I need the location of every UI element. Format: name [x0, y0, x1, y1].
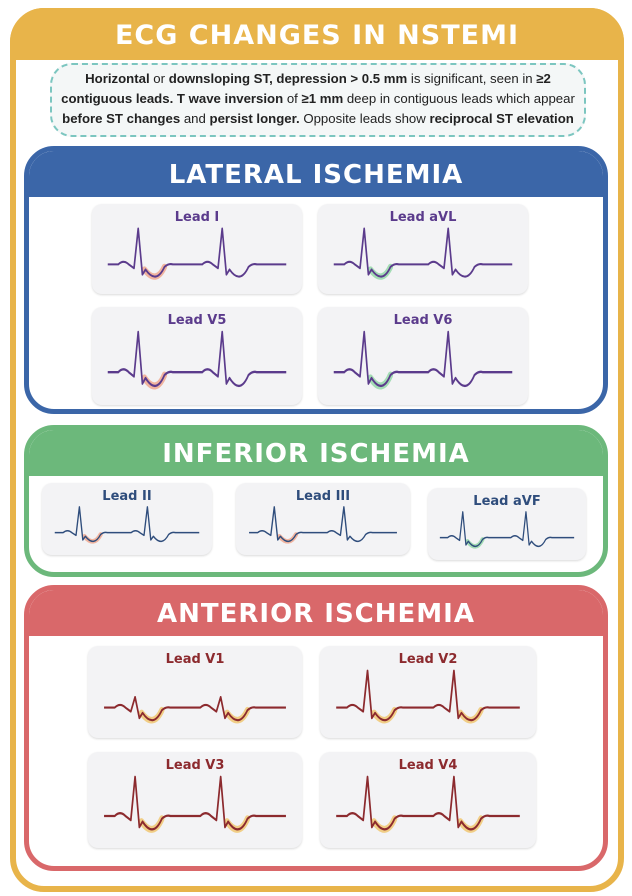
ecg-trace [104, 775, 286, 833]
ecg-panel: Lead V1 [88, 646, 302, 738]
lead-label: Lead V4 [398, 758, 458, 773]
info-text: reciprocal ST elevation [429, 111, 574, 126]
info-text: Opposite leads show [299, 111, 430, 126]
lead-label: Lead aVL [389, 210, 457, 225]
info-text: is significant, seen in [407, 71, 537, 86]
info-text: of [283, 91, 302, 106]
lateral-section: LATERAL ISCHEMIA Lead I Lead aVL Lead V5 Lea… [24, 146, 608, 414]
info-text: ≥1 mm [301, 91, 344, 106]
ecg-trace [439, 511, 575, 549]
ecg-trace [107, 330, 287, 390]
info-text: or [149, 71, 169, 86]
section-title: INFERIOR ISCHEMIA [29, 430, 603, 476]
lead-label: Lead V5 [167, 313, 227, 328]
ecg-trace [336, 669, 520, 724]
lead-label: Lead V2 [398, 652, 458, 667]
ecg-panel: Lead aVF [428, 488, 586, 560]
info-text: before ST changes [62, 111, 181, 126]
section-title: LATERAL ISCHEMIA [29, 151, 603, 197]
lead-label: Lead V3 [165, 758, 225, 773]
info-text: deep in contiguous leads which appear [343, 91, 575, 106]
info-box: Horizontal or downsloping ST, depression… [50, 63, 586, 137]
ecg-trace [249, 506, 397, 544]
inferior-section: INFERIOR ISCHEMIA Lead II Lead III Lead aVF [24, 425, 608, 577]
lead-label: Lead I [174, 210, 220, 225]
lead-label: Lead III [295, 489, 351, 504]
ecg-panel: Lead II [42, 483, 212, 555]
lead-label: Lead II [102, 489, 152, 504]
ecg-trace [336, 775, 520, 833]
ecg-panel: Lead I [92, 204, 302, 294]
ecg-panel: Lead V6 [318, 307, 528, 405]
lead-label: Lead aVF [473, 494, 541, 509]
ecg-panel: Lead V4 [320, 752, 536, 848]
ecg-trace [54, 506, 200, 544]
anterior-section: ANTERIOR ISCHEMIA Lead V1 Lead V2 Lead V3 Le… [24, 585, 608, 871]
ecg-panel: Lead III [236, 483, 410, 555]
info-text: and [180, 111, 210, 126]
info-text: downsloping ST, depression > 0.5 mm [168, 71, 408, 86]
ecg-trace [107, 227, 287, 280]
ecg-panel: Lead V3 [88, 752, 302, 848]
ecg-panel: Lead aVL [318, 204, 528, 294]
ecg-panel: Lead V2 [320, 646, 536, 738]
lead-label: Lead V6 [393, 313, 453, 328]
ecg-trace [333, 330, 513, 390]
info-text: ≥2 contiguous leads. T wave inversion [61, 71, 551, 106]
page-title: ECG CHANGES IN NSTEMI [10, 8, 624, 60]
info-text: Horizontal [85, 71, 150, 86]
ecg-trace [333, 227, 513, 280]
info-text: persist longer. [209, 111, 300, 126]
section-title: ANTERIOR ISCHEMIA [29, 590, 603, 636]
ecg-trace [104, 695, 286, 724]
ecg-panel: Lead V5 [92, 307, 302, 405]
lead-label: Lead V1 [165, 652, 225, 667]
